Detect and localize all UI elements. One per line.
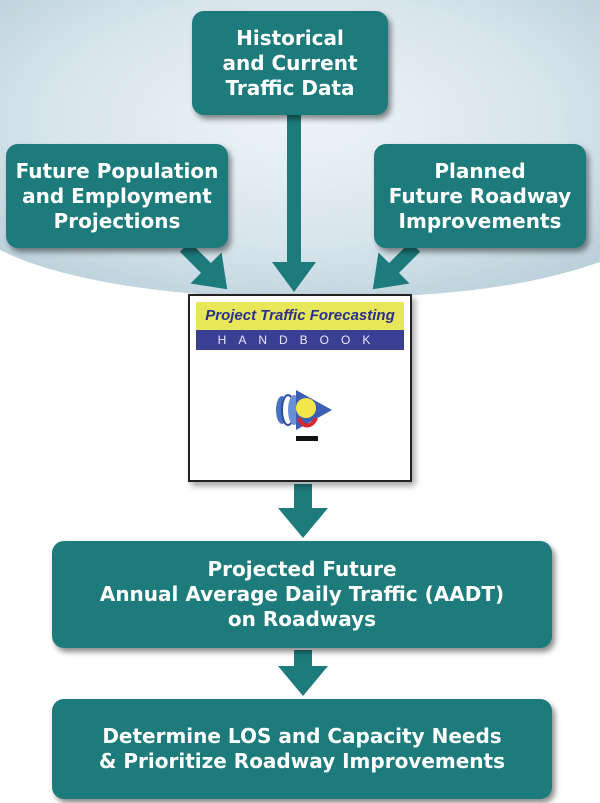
historical-traffic-data-box: Historical and Current Traffic Data (192, 11, 388, 115)
box-line: Future Roadway (388, 183, 572, 208)
box-line: on Roadways (227, 607, 377, 631)
box-line: Determine LOS and Capacity Needs (102, 724, 502, 748)
handbook-title: Project Traffic Forecasting (196, 302, 404, 330)
projected-aadt-box: Projected Future Annual Average Daily Tr… (52, 541, 552, 648)
box-line: Improvements (398, 208, 562, 233)
handbook-cover: Project Traffic Forecasting HANDBOOK (188, 294, 412, 482)
box-line: and Current (222, 50, 358, 75)
box-line: Planned (434, 158, 526, 183)
box-line: Annual Average Daily Traffic (AADT) (99, 582, 505, 606)
box-line: Traffic Data (225, 75, 355, 100)
box-line: & Prioritize Roadway Improvements (98, 749, 506, 773)
box-line: Projections (53, 208, 181, 233)
planned-improvements-box: Planned Future Roadway Improvements (374, 144, 586, 248)
handbook-subtitle: HANDBOOK (196, 330, 404, 350)
los-capacity-needs-box: Determine LOS and Capacity Needs & Prior… (52, 699, 552, 799)
box-line: Projected Future (207, 557, 397, 581)
box-line: Future Population (15, 158, 219, 183)
population-employment-box: Future Population and Employment Project… (6, 144, 228, 248)
box-line: Historical (236, 25, 344, 50)
traffic-forecasting-logo-icon (276, 390, 332, 441)
box-line: and Employment (22, 183, 212, 208)
